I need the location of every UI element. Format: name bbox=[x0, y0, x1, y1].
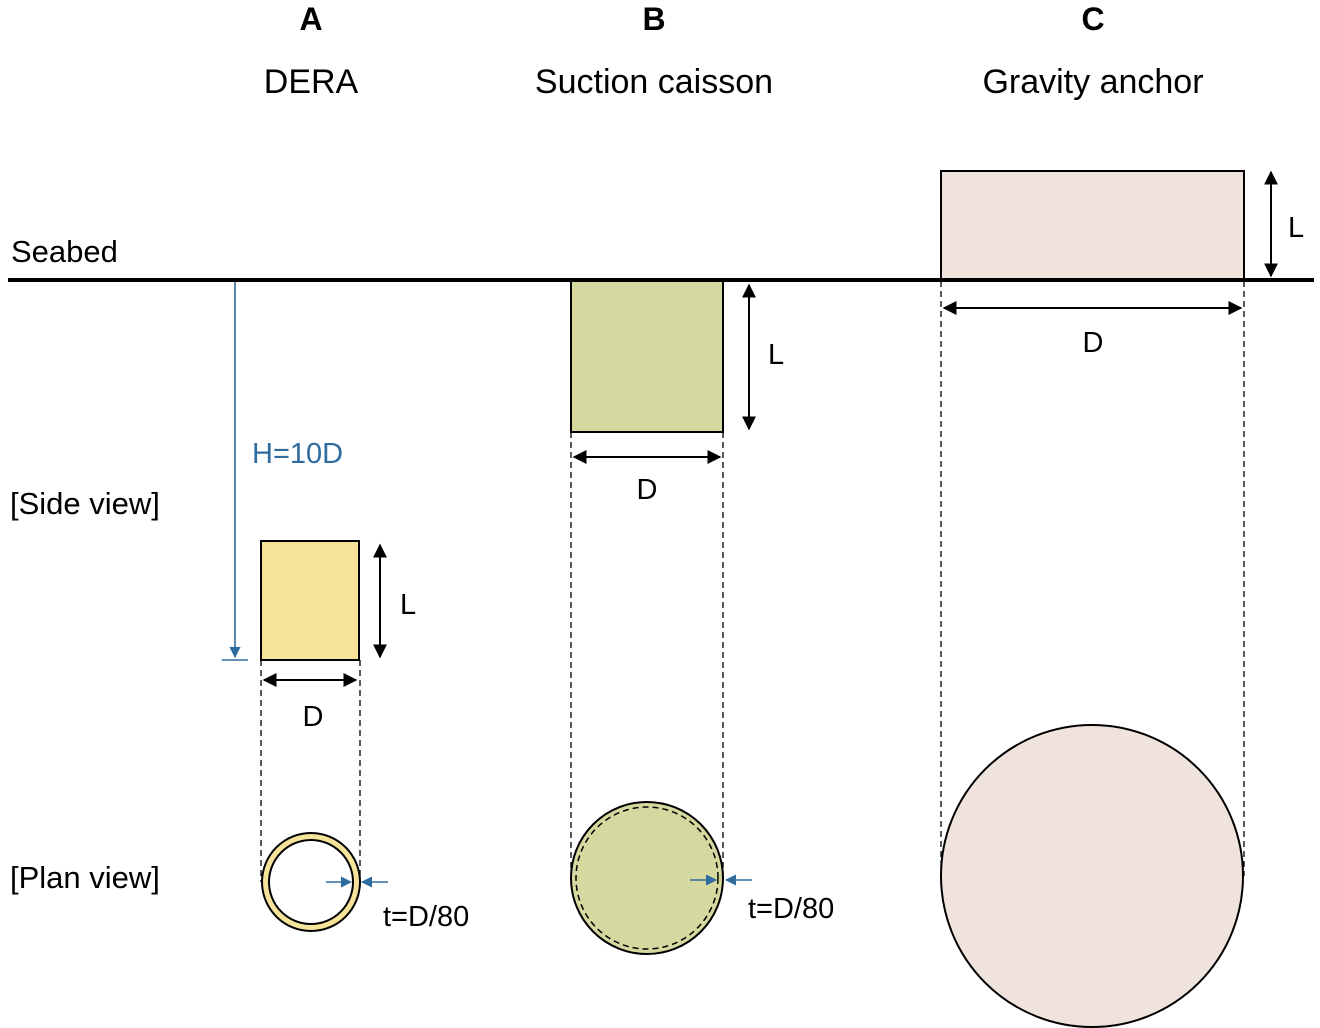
dera-thickness-label: t=D/80 bbox=[383, 901, 469, 933]
column-b-letter: B bbox=[642, 1, 665, 37]
gravity-group: L D bbox=[940, 170, 1304, 1028]
dera-length-label: L bbox=[400, 589, 416, 621]
dera-diameter-label: D bbox=[303, 701, 324, 733]
caisson-diameter-label: D bbox=[637, 474, 658, 506]
dera-plan-inner bbox=[268, 839, 354, 925]
caisson-group: L D t=D/80 bbox=[570, 280, 834, 955]
gravity-diameter-label: D bbox=[1083, 327, 1104, 359]
column-a-title: DERA bbox=[264, 63, 359, 101]
gravity-plan-disc bbox=[940, 724, 1244, 1028]
gravity-side-body bbox=[940, 170, 1245, 280]
gravity-length-label: L bbox=[1288, 212, 1304, 244]
column-b-title: Suction caisson bbox=[535, 63, 773, 101]
column-a-letter: A bbox=[299, 1, 322, 37]
column-c-title: Gravity anchor bbox=[982, 63, 1203, 101]
column-c-letter: C bbox=[1081, 1, 1104, 37]
caisson-plan-outer bbox=[570, 801, 724, 955]
caisson-plan-inner bbox=[575, 806, 719, 950]
caisson-side-body bbox=[570, 280, 724, 433]
dera-depth-label: H=10D bbox=[252, 438, 343, 470]
plan-view-label: [Plan view] bbox=[10, 860, 160, 895]
dera-group: H=10D L D t=D/80 bbox=[222, 282, 469, 933]
seabed-label: Seabed bbox=[11, 234, 118, 269]
caisson-length-label: L bbox=[768, 339, 784, 371]
dera-side-body bbox=[260, 540, 360, 661]
caisson-thickness-label: t=D/80 bbox=[748, 893, 834, 925]
side-view-label: [Side view] bbox=[10, 486, 160, 521]
